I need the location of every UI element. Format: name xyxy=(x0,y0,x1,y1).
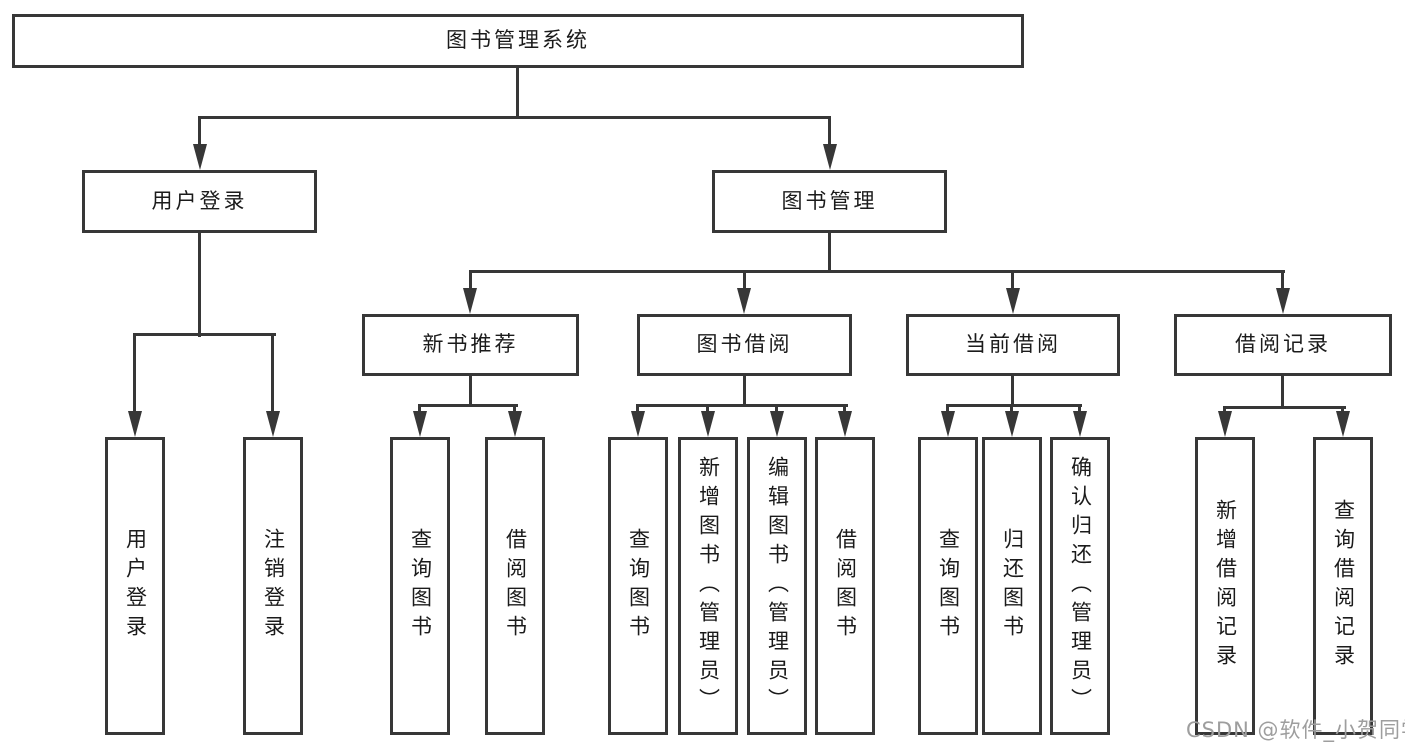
node-leaf-return-book: 归还图书 xyxy=(982,437,1042,735)
arrow-down-icon xyxy=(838,411,852,437)
node-leaf-borrow-book-2-label: 借阅图书 xyxy=(833,528,858,644)
arrow-down-icon xyxy=(1218,411,1232,437)
watermark: CSDN @软件_小贺同学 xyxy=(1186,718,1405,742)
node-leaf-logout: 注销登录 xyxy=(243,437,303,735)
node-current-borrow-label: 当前借阅 xyxy=(965,332,1061,357)
node-leaf-confirm-return: 确认归还（管理员） xyxy=(1050,437,1110,735)
arrow-down-icon xyxy=(413,411,427,437)
connector-arm-leaf-borrow-book-1 xyxy=(513,404,516,413)
node-new-book-rec-label: 新书推荐 xyxy=(422,332,519,357)
node-leaf-add-record: 新增借阅记录 xyxy=(1195,437,1255,735)
connector-arm-book-mgmt xyxy=(828,116,831,144)
node-leaf-user-login-label: 用户登录 xyxy=(123,528,148,644)
connector-arm-leaf-add-record xyxy=(1223,406,1226,413)
node-leaf-user-login: 用户登录 xyxy=(105,437,165,735)
connector-arm-leaf-return-book xyxy=(1010,404,1013,413)
arrow-down-icon xyxy=(463,288,477,314)
connector-new-book-rec-crossbar xyxy=(418,404,518,407)
connector-borrow-records-crossbar xyxy=(1223,406,1346,409)
node-borrow-records: 借阅记录 xyxy=(1174,314,1392,376)
arrow-down-icon xyxy=(701,411,715,437)
arrow-down-icon xyxy=(1276,288,1290,314)
connector-arm-leaf-query-book-3 xyxy=(946,404,949,413)
connector-root-crossbar xyxy=(198,116,831,119)
node-leaf-logout-label: 注销登录 xyxy=(261,528,286,644)
node-borrow-records-label: 借阅记录 xyxy=(1235,332,1331,357)
connector-current-borrow-crossbar xyxy=(946,404,1082,407)
connector-book-borrow-crossbar xyxy=(636,404,848,407)
node-user-login-label: 用户登录 xyxy=(151,188,248,213)
arrow-down-icon xyxy=(631,411,645,437)
node-leaf-borrow-book-1-label: 借阅图书 xyxy=(503,528,528,644)
connector-arm-new-book-rec xyxy=(469,270,472,290)
connector-root-stem xyxy=(516,68,519,118)
arrow-down-icon xyxy=(823,144,837,170)
node-user-login: 用户登录 xyxy=(82,170,317,233)
arrow-down-icon xyxy=(1073,411,1087,437)
node-leaf-borrow-book-2: 借阅图书 xyxy=(815,437,875,735)
arrow-down-icon xyxy=(1005,411,1019,437)
node-book-mgmt: 图书管理 xyxy=(712,170,947,233)
node-leaf-borrow-book-1: 借阅图书 xyxy=(485,437,545,735)
connector-arm-book-borrow xyxy=(743,270,746,290)
node-root: 图书管理系统 xyxy=(12,14,1024,68)
node-leaf-query-book-3-label: 查询图书 xyxy=(936,528,961,644)
node-leaf-query-record: 查询借阅记录 xyxy=(1313,437,1373,735)
arrow-down-icon xyxy=(193,144,207,170)
node-leaf-edit-book: 编辑图书（管理员） xyxy=(747,437,807,735)
node-leaf-query-book-1: 查询图书 xyxy=(390,437,450,735)
node-leaf-add-book-label: 新增图书（管理员） xyxy=(696,455,721,717)
connector-book-mgmt-stem xyxy=(828,233,831,273)
node-leaf-query-book-3: 查询图书 xyxy=(918,437,978,735)
connector-arm-leaf-query-book-2 xyxy=(636,404,639,413)
connector-user-login-stem xyxy=(198,233,201,337)
connector-current-borrow-stem xyxy=(1011,375,1014,407)
node-leaf-add-book: 新增图书（管理员） xyxy=(678,437,738,735)
connector-new-book-rec-stem xyxy=(469,375,472,407)
connector-book-borrow-stem xyxy=(743,375,746,407)
node-leaf-query-book-2-label: 查询图书 xyxy=(626,528,651,644)
node-current-borrow: 当前借阅 xyxy=(906,314,1120,376)
connector-arm-leaf-query-book-1 xyxy=(418,404,421,413)
connector-arm-leaf-confirm-return xyxy=(1078,404,1081,413)
node-leaf-query-record-label: 查询借阅记录 xyxy=(1331,499,1356,673)
connector-arm-borrow-records xyxy=(1281,270,1284,290)
node-new-book-rec: 新书推荐 xyxy=(362,314,579,376)
connector-arm-leaf-add-book xyxy=(706,404,709,413)
connector-user-login-crossbar xyxy=(133,333,276,336)
arrow-down-icon xyxy=(941,411,955,437)
arrow-down-icon xyxy=(1336,411,1350,437)
node-root-label: 图书管理系统 xyxy=(446,28,590,53)
node-leaf-edit-book-label: 编辑图书（管理员） xyxy=(765,455,790,717)
node-leaf-query-book-1-label: 查询图书 xyxy=(408,528,433,644)
arrow-down-icon xyxy=(128,411,142,437)
node-book-mgmt-label: 图书管理 xyxy=(781,188,878,213)
node-leaf-return-book-label: 归还图书 xyxy=(1000,528,1025,644)
node-leaf-confirm-return-label: 确认归还（管理员） xyxy=(1068,455,1093,717)
node-book-borrow-label: 图书借阅 xyxy=(696,332,793,357)
connector-arm-leaf-edit-book xyxy=(775,404,778,413)
connector-arm-current-borrow xyxy=(1011,270,1014,290)
connector-arm-leaf-logout xyxy=(271,333,274,413)
connector-arm-user-login xyxy=(198,116,201,144)
arrow-down-icon xyxy=(737,288,751,314)
arrow-down-icon xyxy=(266,411,280,437)
node-book-borrow: 图书借阅 xyxy=(637,314,852,376)
node-leaf-add-record-label: 新增借阅记录 xyxy=(1213,499,1238,673)
connector-borrow-records-stem xyxy=(1281,375,1284,409)
node-leaf-query-book-2: 查询图书 xyxy=(608,437,668,735)
arrow-down-icon xyxy=(770,411,784,437)
connector-arm-leaf-query-record xyxy=(1341,406,1344,413)
connector-arm-leaf-user-login xyxy=(133,333,136,413)
arrow-down-icon xyxy=(1006,288,1020,314)
connector-book-mgmt-crossbar xyxy=(469,270,1285,273)
connector-arm-leaf-borrow-book-2 xyxy=(843,404,846,413)
arrow-down-icon xyxy=(508,411,522,437)
